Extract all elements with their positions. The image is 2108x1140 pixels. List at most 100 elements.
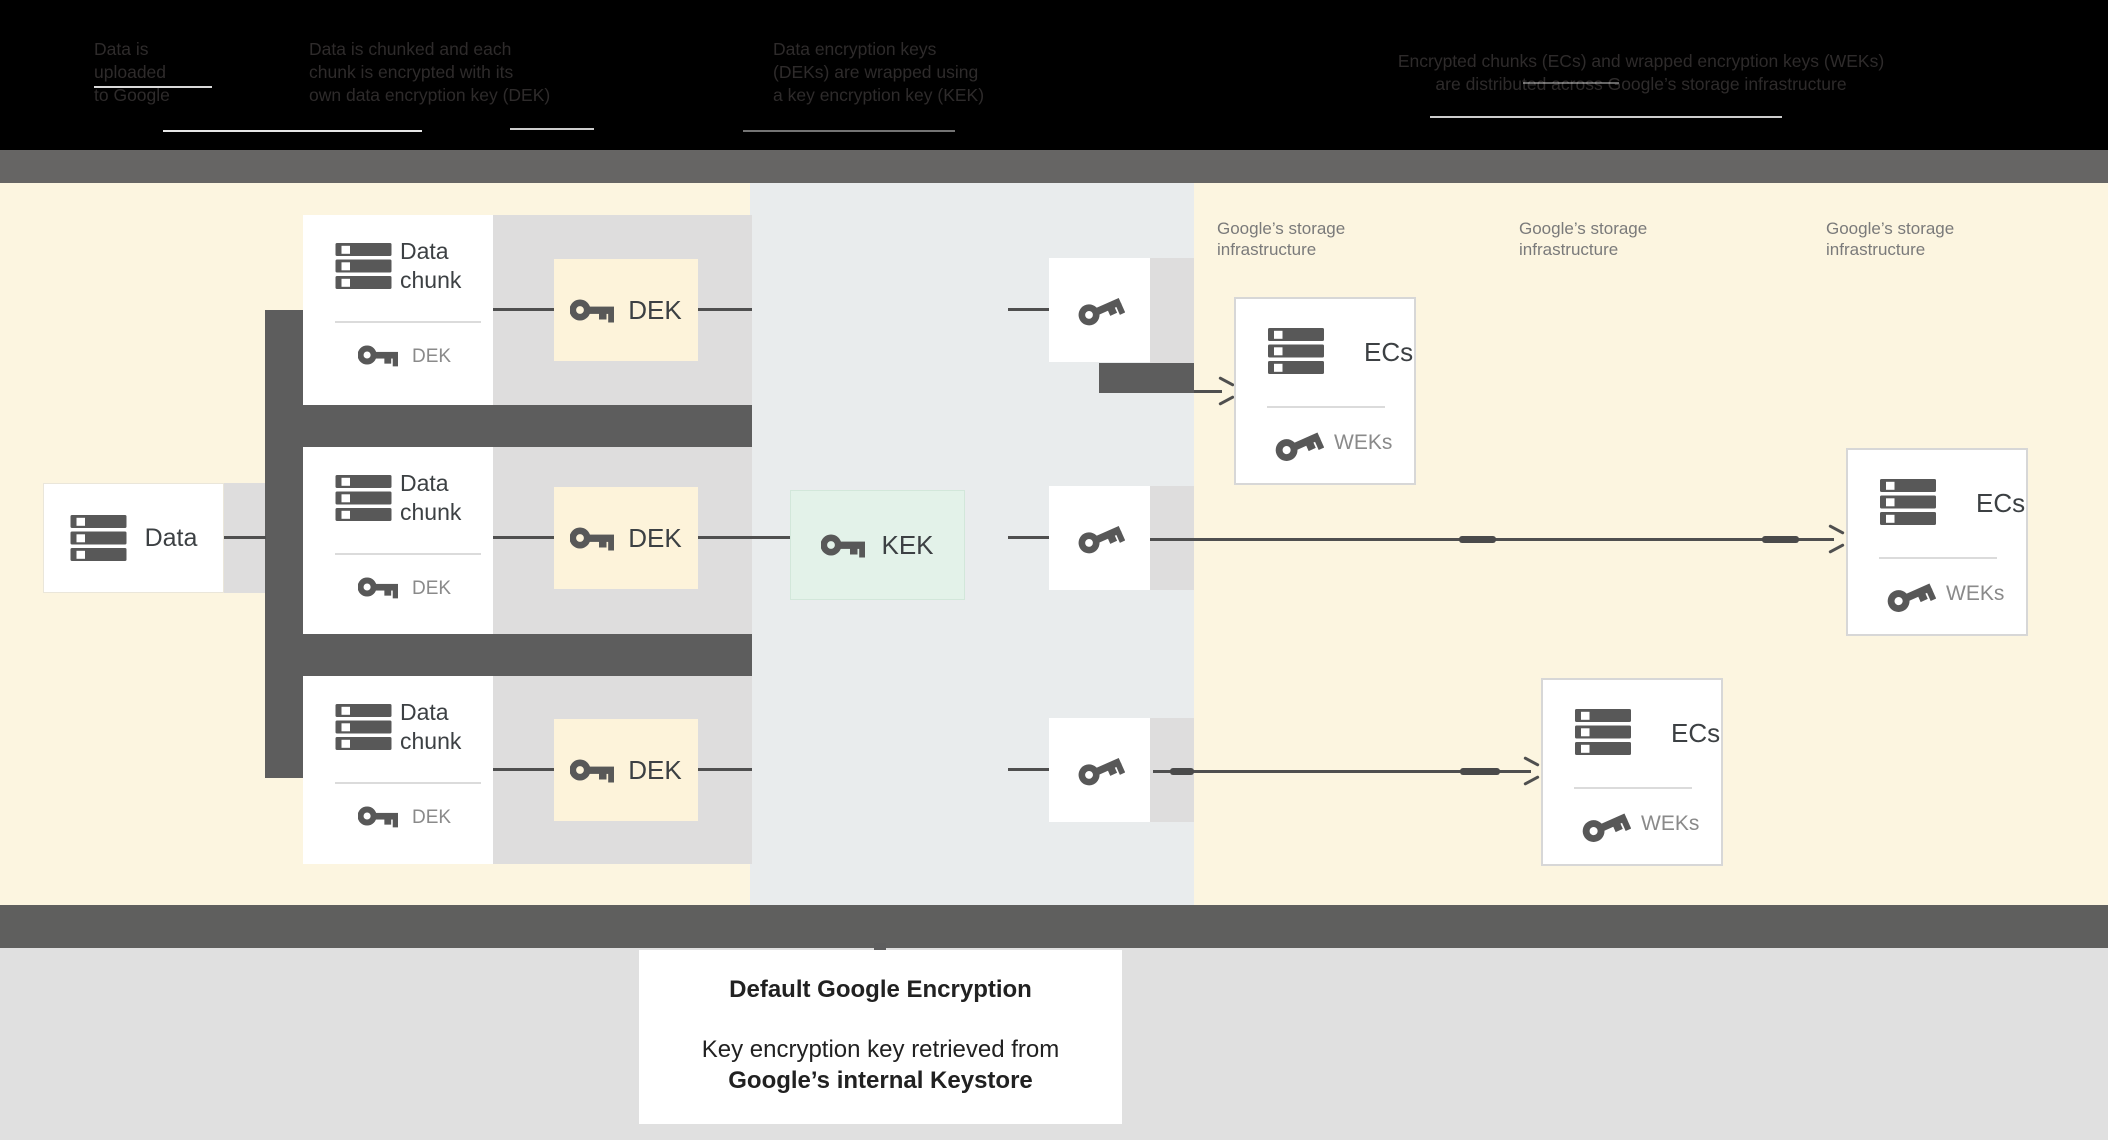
line-chunk3-to-dek3 bbox=[493, 768, 554, 771]
header-step-2: Data is chunked and each chunk is encryp… bbox=[309, 39, 551, 105]
dek-key-icon bbox=[357, 343, 398, 367]
arrowhead-to-ecs-1 bbox=[1212, 380, 1234, 402]
data-box: Data bbox=[43, 483, 224, 593]
ecs-server-icon bbox=[1880, 479, 1936, 525]
line-chunk2-to-dek2 bbox=[493, 536, 554, 539]
header-underline bbox=[1523, 82, 1619, 84]
dek-box-label: DEK bbox=[628, 522, 682, 553]
ecs-label: ECs bbox=[1976, 488, 2026, 518]
weks-label: WEKs bbox=[1334, 431, 1393, 454]
arrowhead-to-ecs-2 bbox=[1822, 528, 1844, 550]
header-step-4: Encrypted chunks (ECs) and wrapped encry… bbox=[1397, 51, 1885, 94]
wrapped-key-icon bbox=[1074, 516, 1125, 560]
caption-title: Default Google Encryption bbox=[729, 976, 1032, 1003]
weks-label: WEKs bbox=[1641, 812, 1700, 835]
dek-key-icon bbox=[357, 575, 398, 599]
line-kek-to-keycell-2 bbox=[1008, 536, 1050, 539]
header-step-3: Data encryption keys (DEKs) are wrapped … bbox=[773, 39, 985, 105]
line-into-keycell-1 bbox=[1008, 308, 1050, 311]
data-chunk-card-2: Data chunk DEK bbox=[303, 447, 493, 634]
data-chunk-card-1: Data chunk DEK bbox=[303, 215, 493, 405]
card-divider bbox=[1879, 557, 1997, 559]
ecs-label: ECs bbox=[1364, 337, 1414, 367]
weks-label: WEKs bbox=[1946, 582, 2005, 605]
header-underline bbox=[1430, 116, 1782, 118]
wrapping-key-cell-1 bbox=[1049, 258, 1150, 362]
header-underline bbox=[163, 130, 422, 132]
wrapping-key-cell-3 bbox=[1049, 718, 1150, 822]
dek-small-label: DEK bbox=[412, 578, 452, 599]
header-step-1: Data is uploaded to Google bbox=[94, 39, 170, 105]
key-icon bbox=[569, 525, 615, 551]
trunk-connector bbox=[265, 310, 304, 778]
kek-box: KEK bbox=[790, 490, 965, 600]
dek-box-1: DEK bbox=[554, 259, 698, 361]
packet-dash bbox=[1762, 536, 1799, 543]
dek-small-label: DEK bbox=[412, 346, 452, 367]
data-chunk-title: Data chunk bbox=[400, 699, 462, 754]
caption-body: Key encryption key retrieved from Google… bbox=[701, 1036, 1060, 1094]
data-chunk-card-3: Data chunk DEK bbox=[303, 676, 493, 864]
dek-box-label: DEK bbox=[628, 754, 682, 785]
line-dek2-to-kek bbox=[698, 536, 790, 539]
ecs-box-2: ECs WEKs bbox=[1846, 448, 2028, 636]
row-gap-bar-2 bbox=[265, 634, 752, 676]
ecs-label: ECs bbox=[1671, 718, 1721, 748]
header-underline bbox=[94, 86, 212, 88]
line-dek1-out bbox=[698, 308, 752, 311]
wrapped-key-icon bbox=[1074, 748, 1125, 792]
data-chunk-title: Data chunk bbox=[400, 470, 462, 525]
bottom-divider-bar bbox=[0, 905, 2108, 948]
data-box-label: Data bbox=[144, 523, 198, 552]
dek-box-2: DEK bbox=[554, 487, 698, 589]
line-dek3-out bbox=[698, 768, 752, 771]
data-chunk-server-icon bbox=[335, 475, 392, 521]
weks-key-icon bbox=[1579, 803, 1632, 849]
packet-bar-row-1 bbox=[1099, 363, 1194, 393]
data-server-icon bbox=[70, 515, 127, 561]
dek-key-icon bbox=[357, 804, 398, 828]
ecs-box-1: ECs WEKs bbox=[1234, 297, 1416, 485]
line-chunk1-to-dek1 bbox=[493, 308, 554, 311]
packet-dash bbox=[1459, 536, 1496, 543]
dek-box-3: DEK bbox=[554, 719, 698, 821]
key-icon bbox=[569, 297, 615, 323]
dek-small-label: DEK bbox=[412, 807, 452, 828]
storage-infra-label-2: Google’s storage infrastructure bbox=[1519, 219, 1648, 259]
ecs-box-3: ECs WEKs bbox=[1541, 678, 1723, 866]
card-divider bbox=[335, 553, 481, 555]
weks-key-icon bbox=[1272, 422, 1325, 468]
key-icon bbox=[820, 532, 866, 558]
diagram-area: Data Data chunk DEK Data chunk bbox=[0, 183, 2108, 905]
wrapping-key-cell-2 bbox=[1049, 486, 1150, 590]
card-divider bbox=[335, 321, 481, 323]
card-divider bbox=[335, 782, 481, 784]
line-data-to-trunk bbox=[224, 536, 266, 539]
header-underline bbox=[743, 130, 955, 132]
arrow-line-to-ecs-1 bbox=[1194, 390, 1222, 393]
header-bar: Data is uploaded to Google Data is chunk… bbox=[0, 0, 2108, 150]
header-underline bbox=[510, 128, 594, 130]
key-icon bbox=[569, 757, 615, 783]
caption-pointer-tick bbox=[874, 943, 886, 951]
ecs-server-icon bbox=[1575, 709, 1631, 755]
arrowhead-to-ecs-3 bbox=[1517, 760, 1539, 782]
dek-box-label: DEK bbox=[628, 294, 682, 325]
packet-dash bbox=[1170, 768, 1194, 775]
card-divider bbox=[1574, 787, 1692, 789]
data-chunk-title: Data chunk bbox=[400, 238, 462, 293]
ecs-server-icon bbox=[1268, 328, 1324, 374]
packet-dash bbox=[1460, 768, 1500, 775]
data-chunk-server-icon bbox=[335, 243, 392, 289]
arrow-line-to-ecs-3 bbox=[1153, 770, 1531, 773]
kek-box-label: KEK bbox=[881, 529, 934, 560]
top-divider-bar bbox=[0, 150, 2108, 183]
storage-infra-label-3: Google’s storage infrastructure bbox=[1826, 219, 1955, 259]
wrapped-key-icon bbox=[1074, 288, 1125, 332]
data-chunk-server-icon bbox=[335, 704, 392, 750]
row-gap-bar-1 bbox=[265, 405, 752, 447]
line-into-keycell-3 bbox=[1008, 768, 1050, 771]
storage-infra-label-1: Google’s storage infrastructure bbox=[1217, 219, 1346, 259]
weks-key-icon bbox=[1884, 573, 1937, 619]
